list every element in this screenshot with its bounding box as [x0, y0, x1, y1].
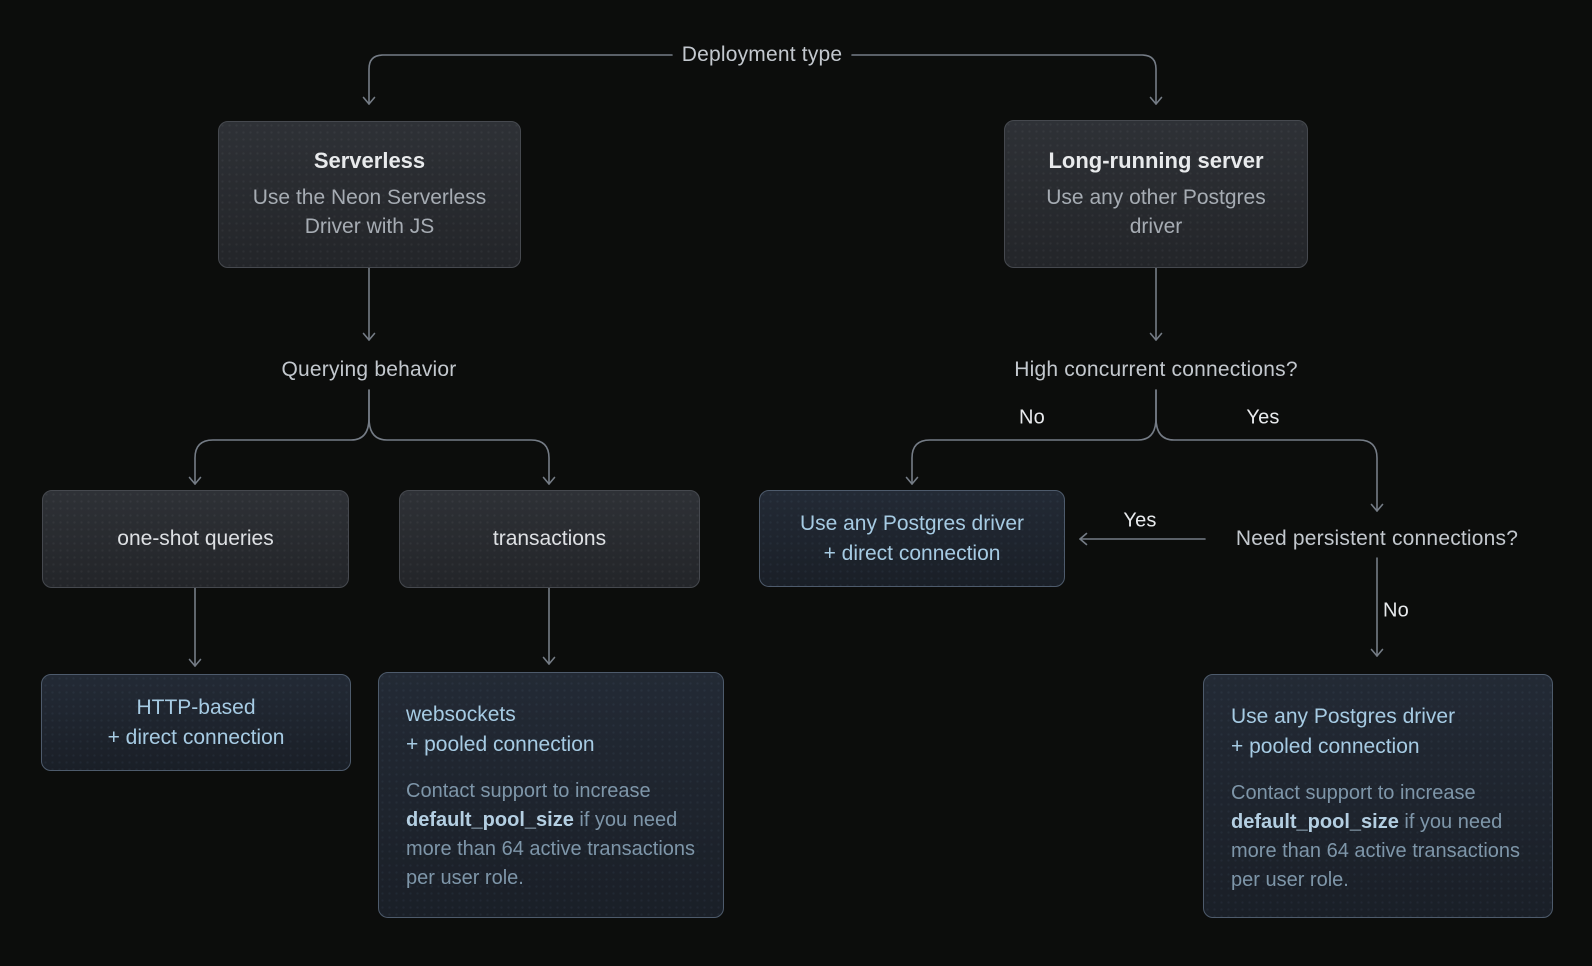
note-post: if you need more than 64 active transact…: [1231, 811, 1521, 891]
node-serverless: Serverless Use the Neon Serverless Drive…: [218, 121, 521, 268]
node-long-running-subtitle: Use any other Postgres driver: [1046, 185, 1266, 238]
connector-querying-to-oneshot: [188, 389, 370, 485]
node-transactions: transactions: [399, 490, 700, 588]
note-bold: default_pool_size: [406, 809, 574, 831]
connector-querying-to-transactions: [368, 389, 556, 485]
note-pre: Contact support to increase: [406, 780, 651, 802]
any-driver-pooled-line1: Use any Postgres driver: [1231, 705, 1456, 728]
node-http-direct: HTTP-based + direct connection: [41, 674, 351, 771]
note-bold: default_pool_size: [1231, 811, 1399, 833]
persistent-yes-label: Yes: [1123, 509, 1157, 532]
branch-yes-label: Yes: [1246, 406, 1280, 429]
node-websockets-pooled: websockets + pooled connection Contact s…: [378, 672, 724, 918]
deployment-type-label: Deployment type: [681, 43, 843, 66]
any-driver-pooled-note: Contact support to increase default_pool…: [1231, 779, 1526, 895]
websockets-pooled-line2: + pooled connection: [406, 733, 595, 756]
http-direct-line2: + direct connection: [107, 725, 285, 749]
node-one-shot-queries: one-shot queries: [42, 490, 349, 588]
websockets-pooled-note: Contact support to increase default_pool…: [406, 777, 697, 893]
node-long-running-title: Long-running server: [1048, 147, 1264, 173]
note-pre: Contact support to increase: [1231, 782, 1476, 804]
connector-concurrent-no: [905, 389, 1157, 485]
querying-behavior-label: Querying behavior: [281, 358, 457, 381]
connector-deploy-to-serverless: [362, 54, 673, 105]
branch-no-label: No: [1019, 406, 1045, 429]
note-post: if you need more than 64 active transact…: [406, 809, 696, 889]
node-long-running-server: Long-running server Use any other Postgr…: [1004, 120, 1308, 268]
node-any-driver-direct: Use any Postgres driver + direct connect…: [759, 490, 1065, 587]
http-direct-line1: HTTP-based: [136, 695, 256, 719]
connector-deploy-to-longrunning: [851, 54, 1163, 105]
node-serverless-subtitle: Use the Neon Serverless Driver with JS: [252, 186, 487, 238]
websockets-pooled-line1: websockets: [406, 703, 516, 726]
node-one-shot-label: one-shot queries: [117, 527, 274, 550]
node-serverless-title: Serverless: [313, 148, 426, 173]
persistent-no-label: No: [1383, 599, 1409, 622]
any-driver-direct-line2: + direct connection: [823, 541, 1001, 565]
node-transactions-label: transactions: [492, 527, 607, 550]
node-any-driver-pooled: Use any Postgres driver + pooled connect…: [1203, 674, 1553, 918]
high-concurrent-label: High concurrent connections?: [1014, 358, 1298, 381]
need-persistent-label: Need persistent connections?: [1235, 527, 1519, 550]
any-driver-direct-line1: Use any Postgres driver: [799, 511, 1025, 535]
any-driver-pooled-line2: + pooled connection: [1231, 735, 1420, 758]
